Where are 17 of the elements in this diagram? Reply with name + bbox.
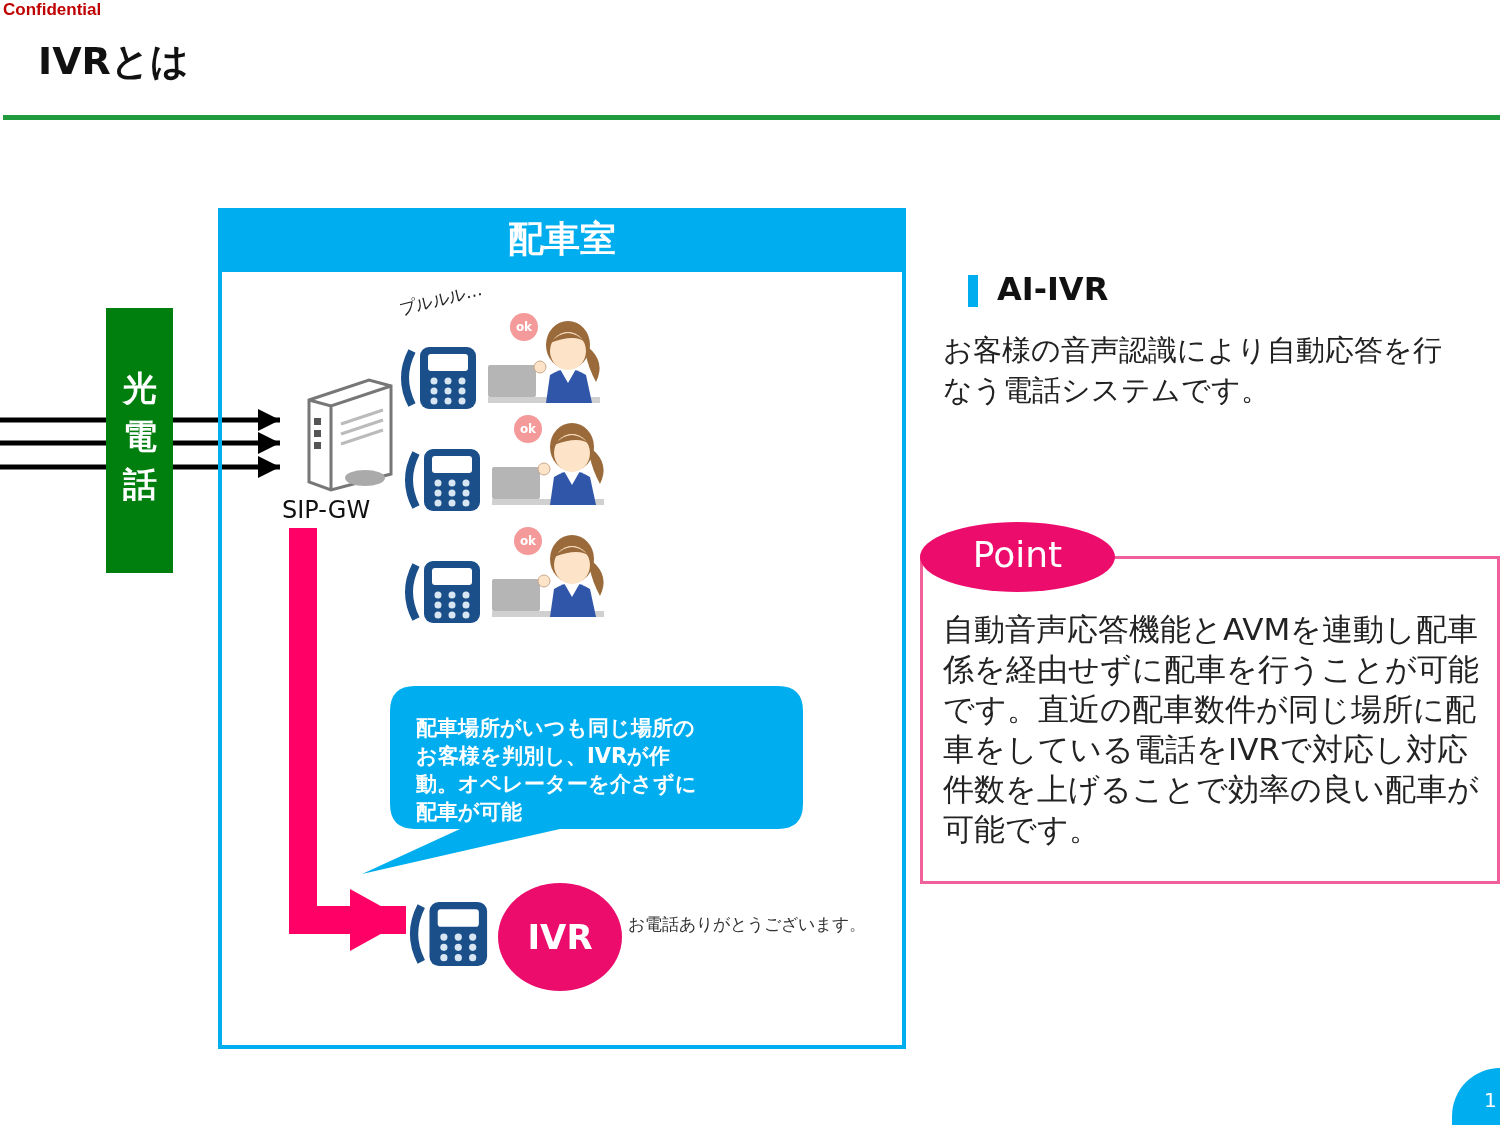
ivr-circle: IVR [498,883,622,991]
description-text: お客様の音声認識により自動応答を行なう電話システムです。 [943,332,1443,409]
page-title: IVRとは [38,38,189,85]
ok-badge: ok [514,527,542,555]
point-heading: Point [920,522,1115,592]
point-text: 自動音声応答機能とAVMを連動し配車係を経由せずに配車を行うことが可能です。直近の配車数件が同じ場所に配車をしている電話をIVRで対応し対応件数を上げることで効率の良い配車が可能です。 [943,610,1480,849]
confidential-label: Confidential [3,0,102,20]
greeting-text: お電話ありがとうございます。 [628,913,866,936]
bubble-text: 配車場所がいつも同じ場所のお客様を判別し、IVRが作動。オペレーターを介さずに配車が可能 [416,715,698,826]
room-panel [218,208,906,1049]
bar-label: 光電話 [121,367,158,506]
ok-badge: ok [514,415,542,443]
ok-badge: ok [510,313,538,341]
ringing-text: プルルル… [396,278,485,321]
gateway-label: SIP-GW [282,496,371,524]
page-number: 1 [1452,1068,1500,1125]
section-heading: AI-IVR [997,270,1109,308]
